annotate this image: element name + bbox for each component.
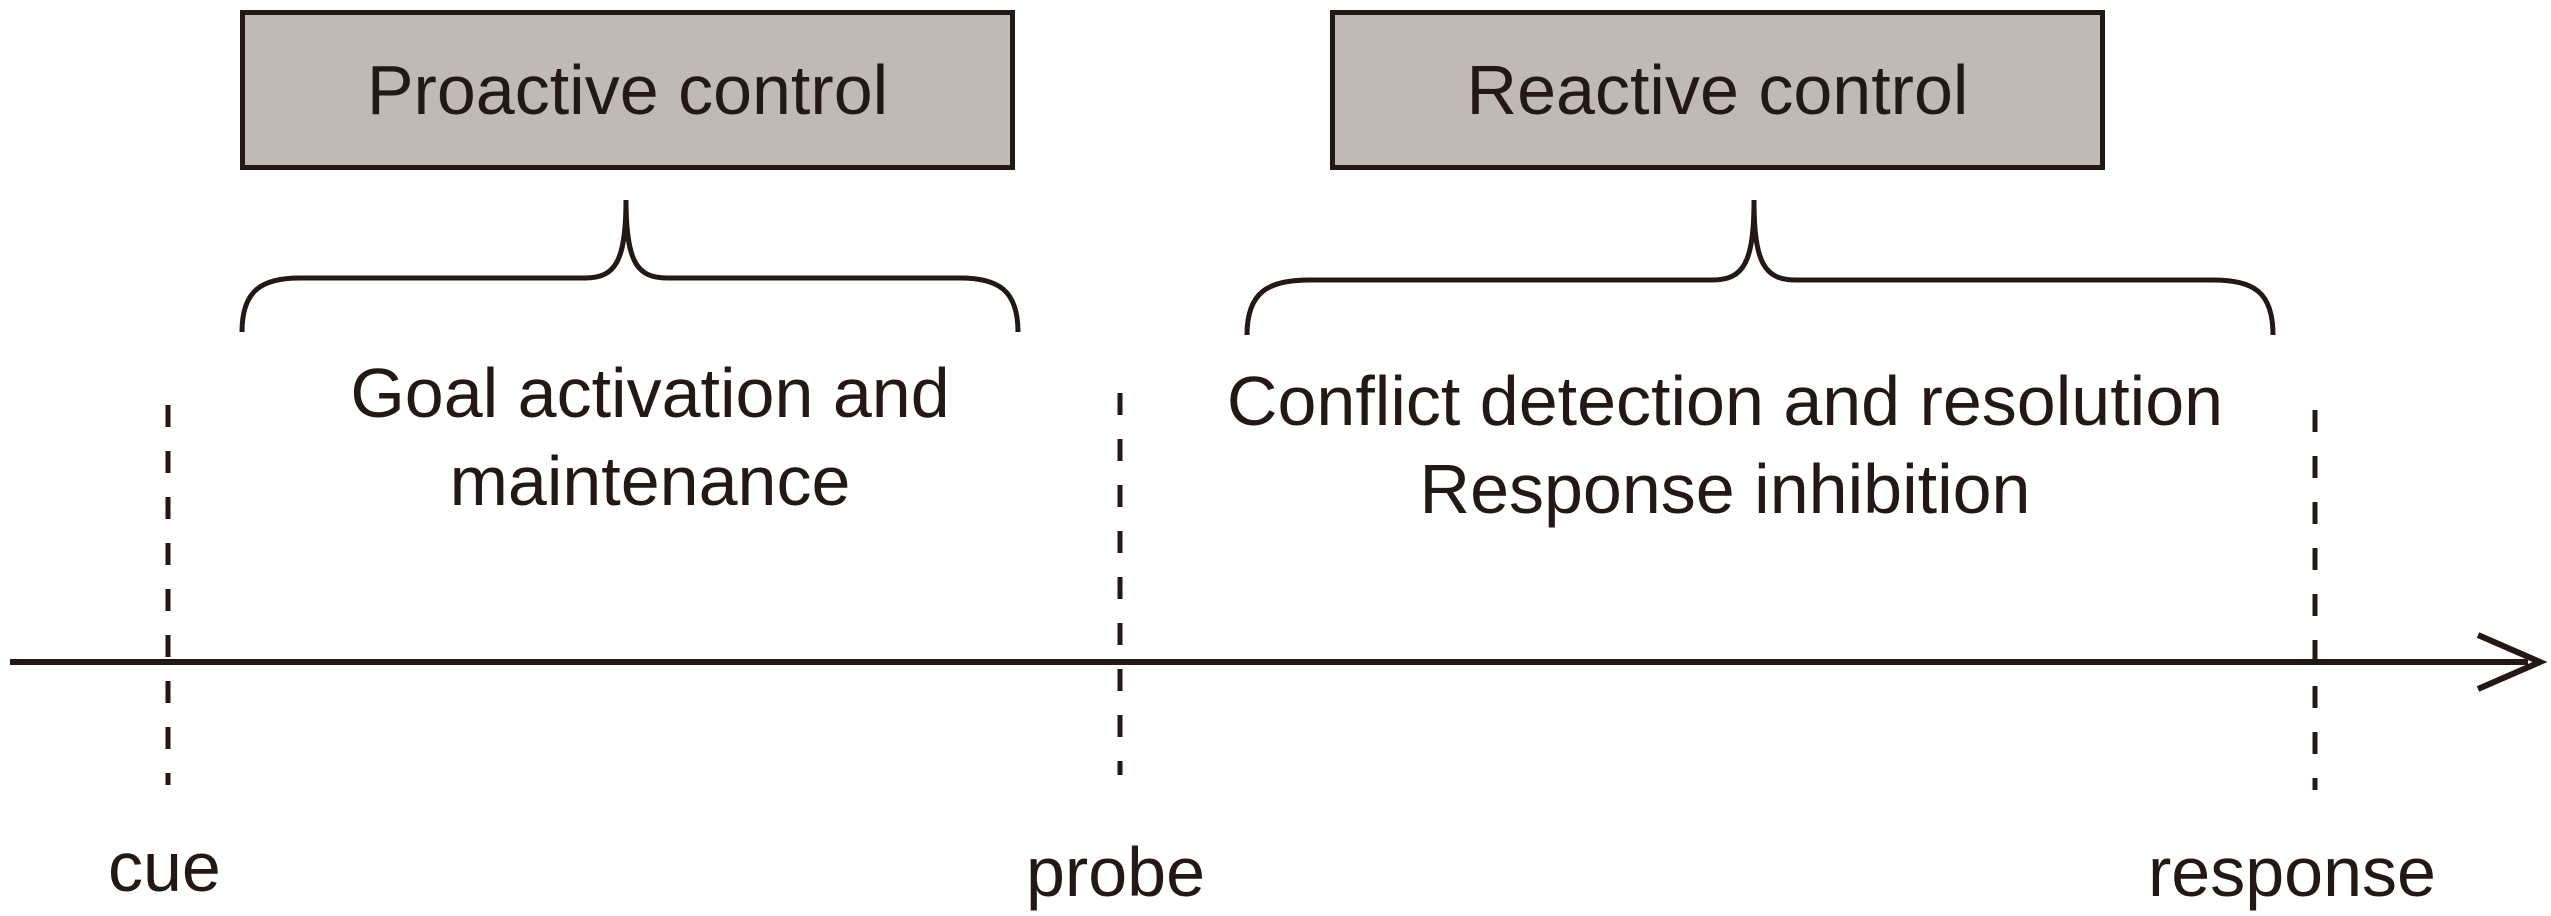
cue-label: cue [108,828,221,906]
proactive-control-box: Proactive control [240,10,1015,170]
proactive-description: Goal activation and maintenance [280,350,1020,525]
response-label: response [2148,833,2436,911]
reactive-description: Conflict detection and resolution Respon… [1150,358,2300,533]
reactive-brace [1244,199,2276,336]
reactive-description-line: Response inhibition [1419,449,2031,528]
reactive-control-title: Reactive control [1466,51,1969,129]
reactive-description-line: Conflict detection and resolution [1226,362,2224,440]
proactive-description-line: Goal activation and [350,354,950,432]
proactive-control-title: Proactive control [366,51,889,129]
time-axis-arrowhead [2476,632,2548,692]
proactive-brace [239,199,1021,333]
reactive-control-box: Reactive control [1330,10,2105,170]
probe-label: probe [1026,833,1206,911]
proactive-description-line: maintenance [449,441,851,520]
